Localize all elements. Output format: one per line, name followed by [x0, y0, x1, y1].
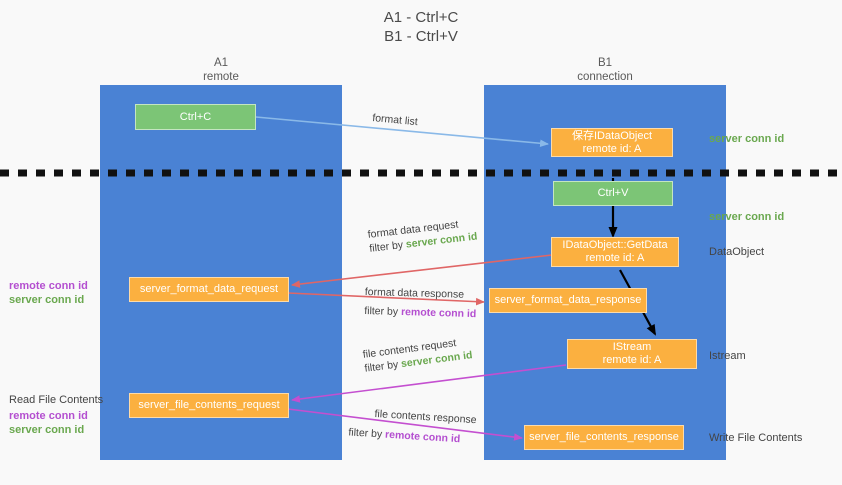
filter-by-prefix-4: filter by: [348, 426, 386, 441]
box-ctrl-v-label: Ctrl+V: [597, 187, 629, 199]
filter-by-prefix-2: filter by: [364, 304, 402, 319]
side-label-server-conn-id-second: server conn id: [709, 210, 784, 224]
box-ctrl-v[interactable]: Ctrl+V: [553, 181, 673, 206]
arrow-format-data-request: [291, 254, 553, 288]
side-label-read-file-contents: Read File Contents: [9, 394, 104, 406]
side-label-server-conn-id-top: server conn id: [709, 132, 784, 146]
column-header-a1-sub: remote: [203, 71, 239, 83]
box-save-idataobject-line1: 保存IDataObject: [571, 129, 653, 142]
arrow-file-contents-request: [291, 364, 567, 403]
box-istream-line2: remote id: A: [602, 354, 662, 366]
box-ctrl-c[interactable]: Ctrl+C: [135, 104, 256, 130]
arrow-label-format-data-response-text: format data response: [364, 285, 465, 301]
title-line-1: A1 - Ctrl+C: [383, 9, 459, 26]
side-label-remote-conn-id-bottom: remote conn id: [9, 410, 88, 422]
column-header-b1-sub: connection: [577, 71, 633, 83]
box-server-file-contents-response-label: server_file_contents_response: [529, 431, 679, 443]
side-label-istream: Istream: [709, 349, 746, 363]
box-server-format-data-response[interactable]: server_format_data_response: [489, 288, 647, 313]
filter-by-remote-conn-id-1: remote conn id: [400, 306, 477, 321]
side-label-istream-text: Istream: [709, 350, 746, 362]
side-label-write-file-contents-text: Write File Contents: [709, 432, 803, 444]
side-label-conn-ids-middle: remote conn id server conn id: [9, 279, 88, 307]
side-label-server-conn-id-middle: server conn id: [9, 294, 85, 306]
box-server-format-data-response-label: server_format_data_response: [494, 294, 642, 306]
box-idataobject-getdata[interactable]: IDataObject::GetData remote id: A: [551, 237, 679, 267]
column-header-b1: B1 connection: [484, 56, 726, 84]
box-ctrl-c-label: Ctrl+C: [179, 110, 212, 123]
column-header-b1-name: B1: [597, 57, 613, 69]
title-line-2: B1 - Ctrl+V: [384, 28, 458, 45]
box-save-idataobject-line2: remote id: A: [582, 142, 642, 155]
side-label-remote-conn-id-middle: remote conn id: [9, 280, 88, 292]
page-title: A1 - Ctrl+C B1 - Ctrl+V: [0, 8, 842, 46]
arrow-format-data-response: [287, 292, 485, 306]
box-istream-line1: IStream: [612, 341, 652, 353]
side-label-write-file-contents: Write File Contents: [709, 431, 802, 445]
side-label-read-file-contents-group: Read File Contents remote conn id server…: [9, 393, 103, 437]
box-server-format-data-request-label: server_format_data_request: [139, 283, 279, 295]
arrow-label-file-contents-response: file contents response filter by remote …: [348, 407, 477, 447]
column-header-a1: A1 remote: [100, 56, 342, 84]
box-server-file-contents-request-label: server_file_contents_request: [138, 399, 280, 411]
column-header-a1-name: A1: [213, 57, 229, 69]
box-save-idataobject[interactable]: 保存IDataObject remote id: A: [551, 128, 673, 157]
side-label-server-conn-id-bottom: server conn id: [9, 424, 85, 436]
box-getdata-line2: remote id: A: [585, 252, 645, 264]
arrow-label-format-data-response: format data response filter by remote co…: [364, 285, 477, 321]
side-label-server-conn-id-top-text: server conn id: [709, 133, 785, 145]
side-label-data-object: DataObject: [709, 245, 764, 259]
box-server-file-contents-request[interactable]: server_file_contents_request: [129, 393, 289, 418]
side-label-data-object-text: DataObject: [709, 246, 765, 258]
box-getdata-line1: IDataObject::GetData: [562, 239, 668, 251]
box-server-format-data-request[interactable]: server_format_data_request: [129, 277, 289, 302]
side-label-server-conn-id-second-text: server conn id: [709, 211, 785, 223]
arrow-file-contents-response: [287, 408, 523, 441]
arrow-format-list: [255, 116, 549, 148]
box-server-file-contents-response[interactable]: server_file_contents_response: [524, 425, 684, 450]
box-istream[interactable]: IStream remote id: A: [567, 339, 697, 369]
